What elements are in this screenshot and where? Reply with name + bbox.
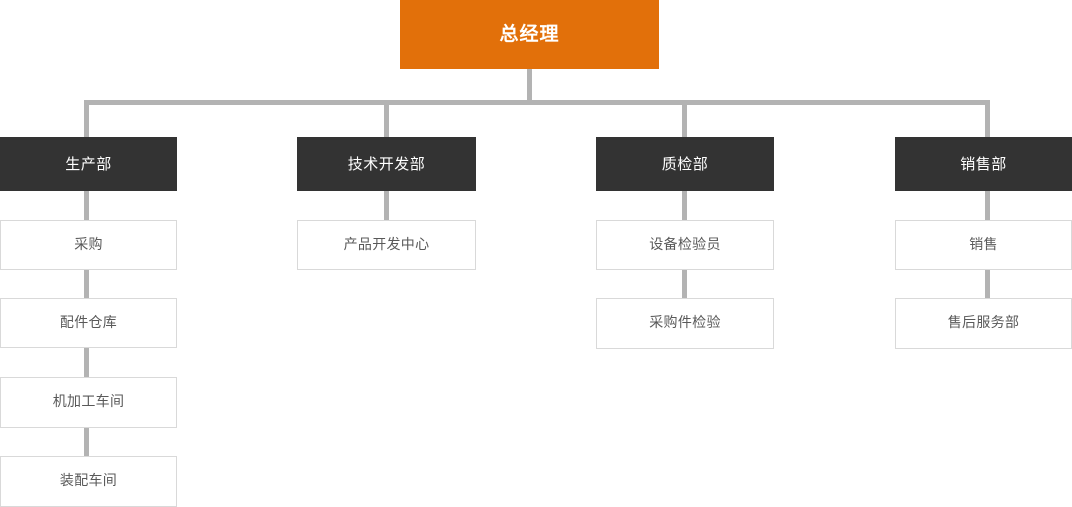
connector-horizontal-bus: [84, 100, 990, 105]
connector-bus-to-production: [84, 100, 89, 138]
node-label: 技术开发部: [347, 155, 426, 173]
node-label: 采购件检验: [649, 315, 721, 332]
node-leaf-tech-product-development-center[interactable]: 产品开发中心: [297, 220, 476, 270]
node-leaf-quality-purchased-parts-inspection[interactable]: 采购件检验: [596, 298, 774, 349]
node-label: 装配车间: [59, 473, 118, 490]
node-label: 设备检验员: [649, 236, 721, 253]
connector-sales-to-child-1: [985, 270, 990, 300]
connector-quality-to-child-1: [682, 270, 687, 300]
node-label: 生产部: [65, 155, 112, 173]
connector-production-to-child-1: [84, 270, 89, 300]
node-label: 总经理: [499, 23, 560, 46]
node-leaf-sales-after-sales-service[interactable]: 售后服务部: [895, 298, 1072, 349]
node-dept-tech-development[interactable]: 技术开发部: [297, 137, 476, 191]
node-label: 机加工车间: [52, 394, 125, 411]
node-leaf-sales-sales[interactable]: 销售: [895, 220, 1072, 270]
connector-bus-to-sales: [985, 100, 990, 138]
node-label: 售后服务部: [947, 315, 1020, 332]
connector-quality-to-child-0: [682, 191, 687, 222]
node-dept-quality-inspection[interactable]: 质检部: [596, 137, 774, 191]
node-label: 产品开发中心: [343, 236, 430, 253]
node-label: 质检部: [661, 155, 709, 173]
node-leaf-production-machining-workshop[interactable]: 机加工车间: [0, 377, 177, 428]
node-label: 销售: [969, 236, 998, 253]
node-leaf-production-assembly-workshop[interactable]: 装配车间: [0, 456, 177, 507]
connector-root-drop: [527, 69, 532, 105]
connector-bus-to-quality-inspection: [682, 100, 687, 138]
connector-production-to-child-3: [84, 428, 89, 458]
node-root-general-manager[interactable]: 总经理: [400, 0, 659, 69]
connector-production-to-child-2: [84, 348, 89, 379]
node-label: 销售部: [960, 155, 1007, 173]
connector-bus-to-tech-development: [384, 100, 389, 138]
node-label: 采购: [74, 236, 103, 253]
connector-sales-to-child-0: [985, 191, 990, 222]
node-leaf-quality-equipment-inspector[interactable]: 设备检验员: [596, 220, 774, 270]
connector-production-to-child-0: [84, 191, 89, 222]
node-leaf-production-procurement[interactable]: 采购: [0, 220, 177, 270]
node-label: 配件仓库: [59, 314, 118, 331]
node-dept-sales[interactable]: 销售部: [895, 137, 1072, 191]
node-leaf-production-parts-warehouse[interactable]: 配件仓库: [0, 298, 177, 348]
connector-tech-development-to-child-0: [384, 191, 389, 222]
node-dept-production[interactable]: 生产部: [0, 137, 177, 191]
